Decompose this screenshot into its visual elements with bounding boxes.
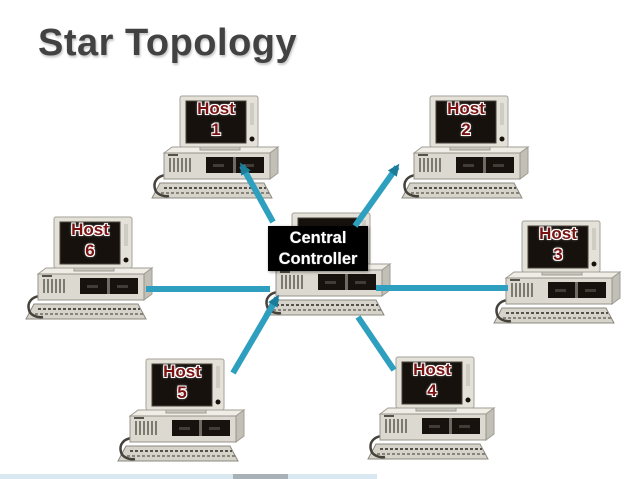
computer-icon <box>400 95 540 203</box>
host-label: Host 3 <box>522 224 594 265</box>
footer-accent-bar <box>0 474 377 479</box>
node-host-5: Host 5 <box>116 358 256 466</box>
host-label: Host 6 <box>54 220 126 261</box>
node-host-1: Host 1 <box>150 95 290 203</box>
footer-accent-segment <box>233 474 288 479</box>
node-central-controller: Central Controller <box>262 212 402 320</box>
host-label-line2: 1 <box>211 119 221 139</box>
retro-computer-icon <box>367 356 496 460</box>
computer-icon <box>366 356 506 464</box>
host-label-line2: 6 <box>85 240 95 260</box>
retro-computer-icon <box>25 216 154 320</box>
host-label-line2: 5 <box>177 382 187 402</box>
central-label-line1: Central <box>289 229 347 247</box>
node-host-2: Host 2 <box>400 95 540 203</box>
host-label-line2: 4 <box>427 380 437 400</box>
host-label-line1: Host <box>163 362 201 381</box>
central-controller-label: Central Controller <box>268 226 368 271</box>
host-label-line1: Host <box>413 360 451 379</box>
node-host-3: Host 3 <box>492 220 632 328</box>
retro-computer-icon <box>401 95 530 199</box>
host-label: Host 1 <box>180 99 252 140</box>
node-host-4: Host 4 <box>366 356 506 464</box>
host-label: Host 4 <box>396 360 468 401</box>
retro-computer-icon <box>493 220 622 324</box>
computer-icon <box>116 358 256 466</box>
central-label-line2: Controller <box>278 250 358 269</box>
host-label-line2: 3 <box>553 244 563 264</box>
host-label-line1: Host <box>447 99 485 118</box>
slide-title: Star Topology <box>38 22 298 64</box>
host-label-line1: Host <box>539 224 577 243</box>
computer-icon <box>24 216 164 324</box>
retro-computer-icon <box>117 358 246 462</box>
host-label: Host 5 <box>146 362 218 403</box>
computer-icon <box>492 220 632 328</box>
host-label-line1: Host <box>71 220 109 239</box>
host-label-line1: Host <box>197 99 235 118</box>
node-host-6: Host 6 <box>24 216 164 324</box>
host-label-line2: 2 <box>461 119 471 139</box>
arrowhead-icon <box>387 163 400 177</box>
host-label: Host 2 <box>430 99 502 140</box>
